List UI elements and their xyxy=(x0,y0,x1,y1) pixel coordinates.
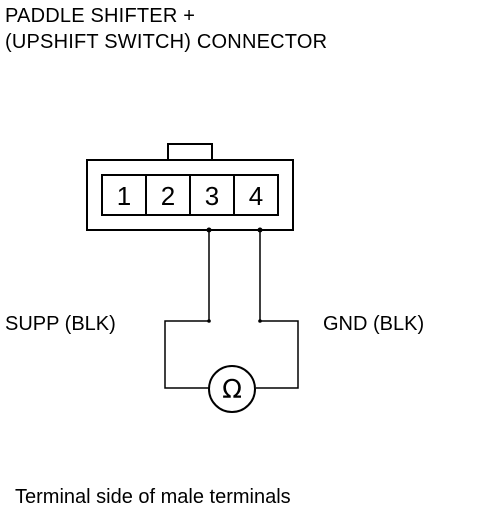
terminal-side-caption: Terminal side of male terminals xyxy=(15,486,291,508)
gnd-wire-label: GND (BLK) xyxy=(323,313,425,335)
diagram-title-line-2: (UPSHIFT SWITCH) CONNECTOR xyxy=(5,31,328,53)
ohm-icon: Ω xyxy=(222,375,242,405)
lead-joint xyxy=(207,319,211,323)
test-lead-supp xyxy=(164,230,210,389)
lead-joint xyxy=(258,319,262,323)
test-lead-gnd xyxy=(256,230,299,389)
connector-lock-tab xyxy=(167,143,213,162)
pin-number-4: 4 xyxy=(249,181,263,211)
diagram-title-line-1: PADDLE SHIFTER + xyxy=(5,5,196,27)
pin-number-1: 1 xyxy=(117,181,131,211)
pin-number-3: 3 xyxy=(205,181,219,211)
supp-wire-label: SUPP (BLK) xyxy=(5,313,116,335)
pin-number-2: 2 xyxy=(161,181,175,211)
ohmmeter xyxy=(208,365,256,413)
